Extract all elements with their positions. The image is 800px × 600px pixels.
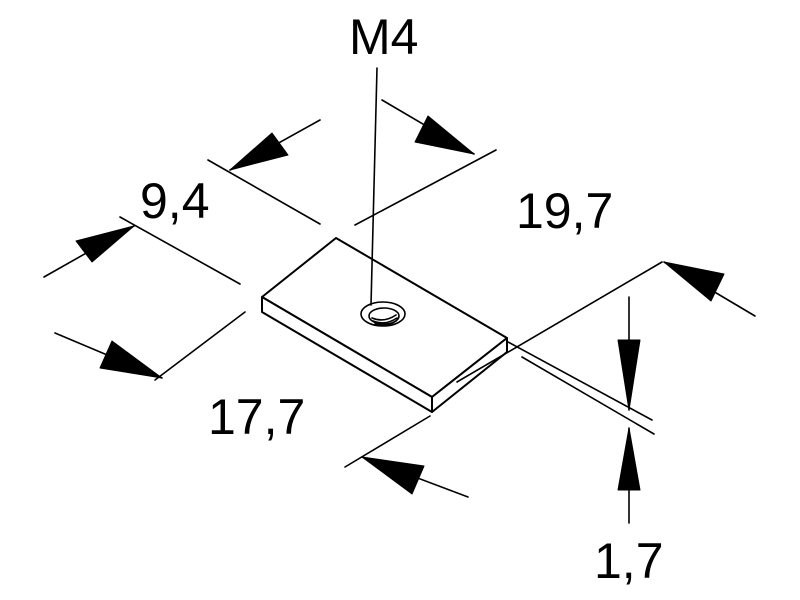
thickness-arrow-top [617,339,641,411]
length-top-arrow-right [663,261,725,302]
length-bottom-arrow-left [99,340,163,379]
width-label: 9,4 [140,173,210,229]
length-bottom-label: 17,7 [208,389,305,445]
width-arrow-left [75,225,135,263]
threaded-hole [360,301,406,327]
thickness-label: 1,7 [594,533,664,589]
length-top-arrow-left [414,115,475,155]
nut-plate [261,237,508,413]
thread-callout: M4 [349,9,418,306]
thread-label: M4 [349,9,418,65]
thickness-arrow-bottom [617,427,641,491]
width-dimension: 9,4 [43,119,321,285]
length-top-dimension: 19,7 [354,99,756,383]
width-arrow-right [229,132,289,171]
length-bottom-arrow-right [361,456,425,495]
length-bottom-dimension: 17,7 [54,311,469,498]
length-top-label: 19,7 [516,183,613,239]
thickness-dimension: 1,7 [507,296,664,589]
